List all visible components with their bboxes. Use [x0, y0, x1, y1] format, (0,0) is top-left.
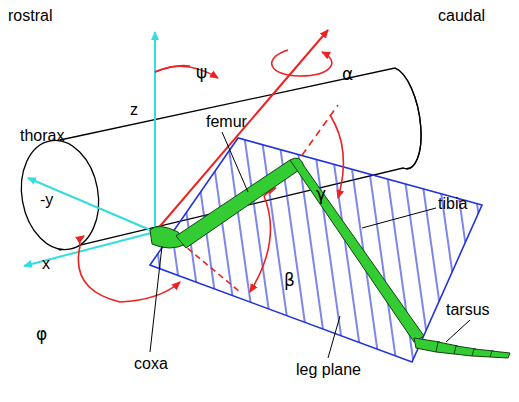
axis-label: z	[130, 102, 138, 118]
axis-label: -y	[40, 192, 53, 208]
axis-label: x	[42, 256, 50, 272]
part-label: tarsus	[446, 302, 490, 318]
part-label: femur	[206, 114, 247, 130]
angle-label: α	[342, 66, 353, 83]
angle-label: γ	[316, 186, 326, 203]
part-label: coxa	[134, 356, 168, 372]
leg-plane	[140, 130, 490, 370]
part-label: leg plane	[296, 362, 361, 378]
part-label: tibia	[438, 196, 467, 212]
body-axes	[24, 32, 155, 266]
direction-label: caudal	[438, 8, 485, 24]
direction-label: rostral	[8, 8, 52, 24]
angle-label: φ	[36, 326, 47, 343]
leader-lines	[150, 132, 470, 358]
part-label: thorax	[20, 128, 64, 144]
insect-leg	[150, 158, 510, 358]
angle-label: ψ	[196, 64, 207, 81]
angle-label: β	[284, 272, 295, 289]
